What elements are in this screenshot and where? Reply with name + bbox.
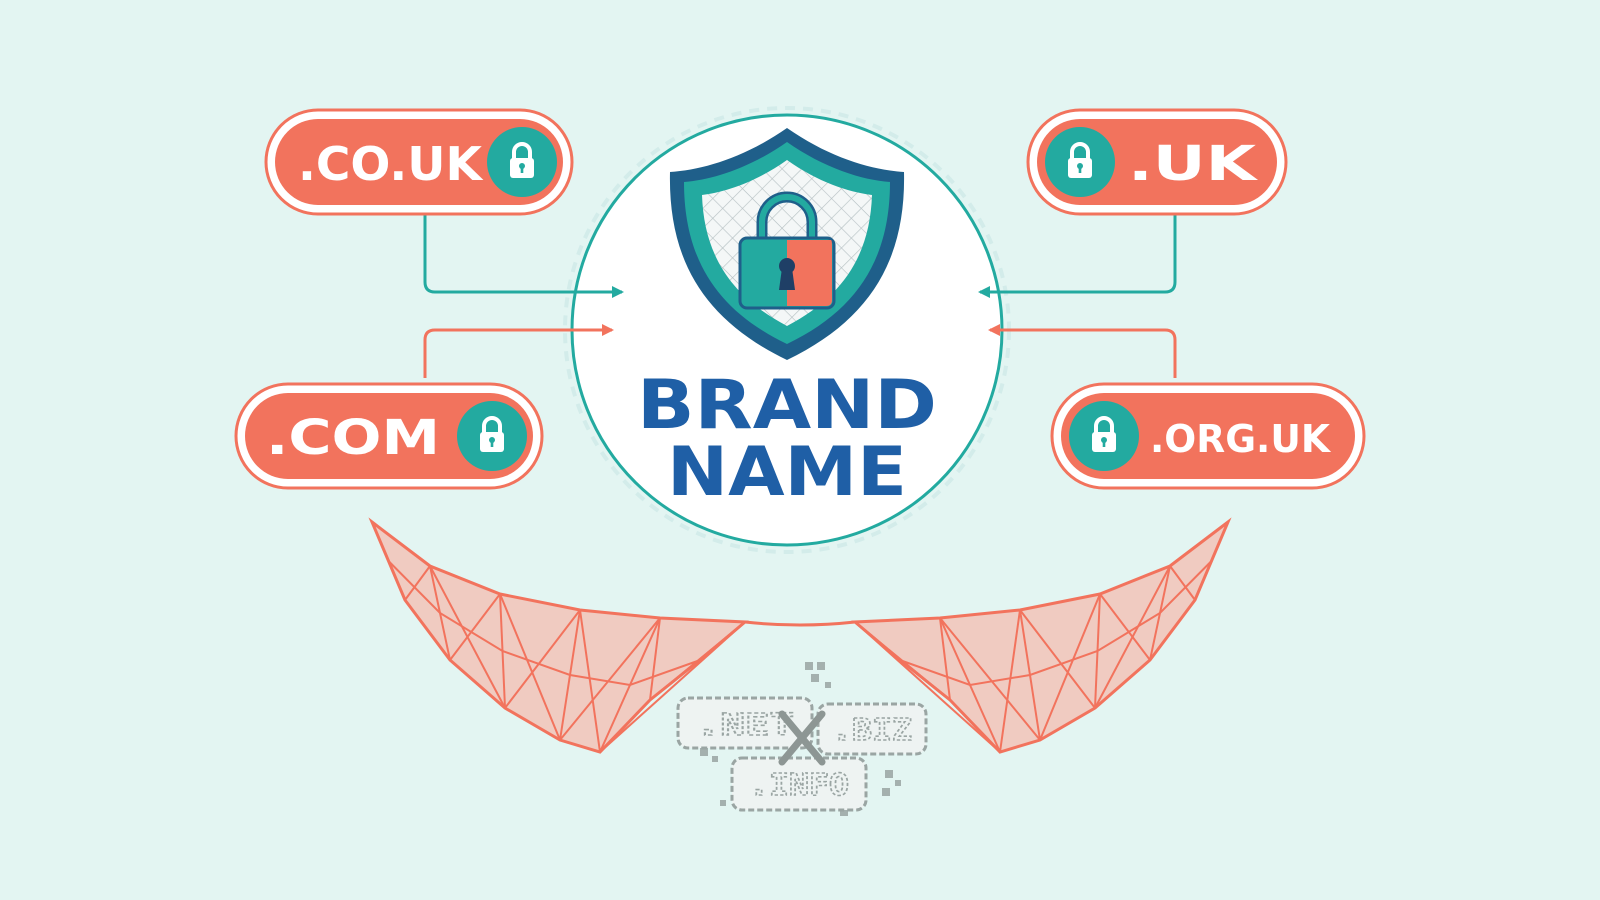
brand-emblem: BRAND NAME [563,106,1011,554]
domain-label: .ORG.UK [1150,417,1332,461]
net-rope [744,620,856,627]
domain-pill-com: .COM [234,382,544,490]
cross-icon [778,710,826,766]
net-wing-right [851,517,1232,754]
blocked-domain-info: .INFO [730,756,868,812]
shield-lock-icon [669,128,905,360]
brand-name-line1: BRAND [637,366,937,445]
safety-net-icon [368,517,1232,754]
domain-label: .BIZ [832,713,912,748]
brand-name-line2: NAME [667,433,907,512]
domain-label: .UK [1128,136,1258,192]
connector-uk [978,212,1177,298]
connector-com [423,324,614,378]
net-wing-left [368,517,749,754]
domain-label: .NET [696,708,794,743]
connector-co-uk [423,212,624,298]
connector-org-uk [988,324,1177,378]
blocked-domain-biz: .BIZ [816,702,928,756]
domain-pill-uk: .UK [1026,108,1288,216]
domain-pill-co-uk: .CO.UK [264,108,574,216]
blocked-domain-net: .NET [676,696,814,750]
domain-label: .INFO [749,768,849,803]
blocked-domains: .NET .BIZ .INFO [676,662,928,816]
domain-label: .CO.UK [298,137,484,191]
connectors [423,212,1177,378]
domain-pill-org-uk: .ORG.UK [1050,382,1366,490]
domain-label: .COM [266,410,440,466]
